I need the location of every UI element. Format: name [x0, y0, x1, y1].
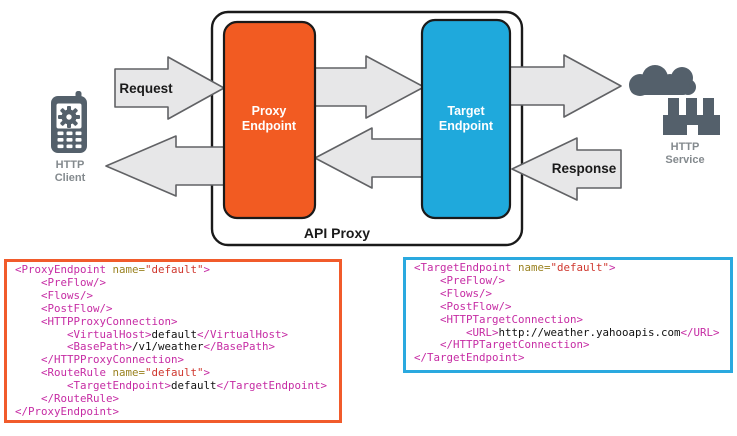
factory-icon: [629, 65, 720, 135]
keypad-icon: [57, 131, 82, 149]
http-client-label-line2: Client: [55, 172, 86, 184]
code-line: </ProxyEndpoint>: [15, 404, 120, 418]
code-line: <BasePath>/v1/weather</BasePath>: [15, 340, 276, 354]
code-line: <PostFlow/>: [414, 299, 512, 313]
target-endpoint-box: [420, 18, 512, 220]
proxy-endpoint-box: [222, 20, 317, 220]
code-line: <ProxyEndpoint name="default">: [15, 263, 211, 276]
code-line: <PreFlow/>: [15, 275, 107, 289]
api-proxy-frame-label: API Proxy: [304, 225, 370, 241]
code-line: <URL>http://weather.yahooapis.com</URL>: [414, 325, 720, 339]
target-endpoint-xml-panel: <TargetEndpoint name="default"> <PreFlow…: [403, 257, 733, 373]
http-service-label-line2: Service: [665, 154, 704, 166]
request-arrow-label: Request: [119, 81, 173, 96]
response-arrow-label: Response: [552, 161, 617, 176]
proxy-endpoint-xml-panel: <ProxyEndpoint name="default"> <PreFlow/…: [4, 259, 342, 423]
proxy-to-client-return-arrow: [105, 135, 227, 197]
target-endpoint-label-line2: Endpoint: [439, 119, 494, 133]
target-to-service-arrow: [509, 54, 622, 118]
proxy-endpoint-label-line2: Endpoint: [242, 119, 297, 133]
code-line: </RouteRule>: [15, 392, 120, 406]
code-line: <PostFlow/>: [15, 301, 113, 315]
code-line: <TargetEndpoint name="default">: [414, 261, 616, 274]
code-line: </HTTPTargetConnection>: [414, 338, 590, 352]
code-line: <PreFlow/>: [414, 273, 506, 287]
code-line: <Flows/>: [15, 288, 94, 302]
target-endpoint-label-line1: Target: [447, 104, 485, 118]
code-line: <HTTPProxyConnection>: [15, 314, 178, 328]
code-line: <RouteRule name="default">: [15, 366, 211, 380]
request-arrow: [114, 56, 225, 120]
http-service-label-line1: HTTP: [671, 141, 700, 153]
target-to-proxy-return-arrow: [314, 127, 425, 189]
code-line: <TargetEndpoint>default</TargetEndpoint>: [15, 379, 328, 393]
code-line: <Flows/>: [414, 286, 493, 300]
code-line: </TargetEndpoint>: [414, 351, 525, 365]
mobile-phone-icon: [51, 91, 87, 153]
http-client-label-line1: HTTP: [56, 159, 85, 171]
code-line: <VirtualHost>default</VirtualHost>: [15, 327, 289, 341]
smoke-cloud-icon: [629, 65, 696, 96]
code-line: </HTTPProxyConnection>: [15, 353, 185, 367]
response-arrow: [511, 137, 622, 201]
code-line: <HTTPTargetConnection>: [414, 312, 584, 326]
gear-icon: [58, 106, 80, 128]
flow-diagram-canvas: Request Response Proxy Endpoint Target E…: [51, 10, 720, 247]
proxy-to-target-arrow: [313, 55, 425, 119]
proxy-endpoint-label-line1: Proxy: [252, 104, 287, 118]
